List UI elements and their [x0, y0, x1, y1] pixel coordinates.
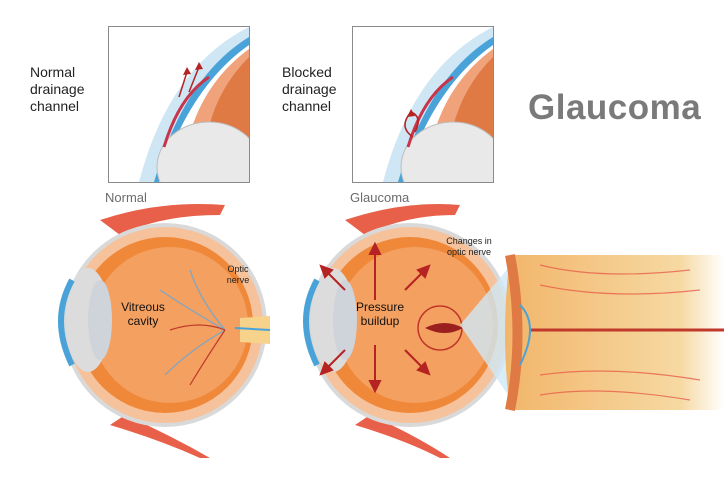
- blocked-drainage-label: Blocked drainage channel: [282, 64, 337, 114]
- glaucoma-eye-illustration: [285, 200, 515, 460]
- optic-nerve-changes-label: Changes in optic nerve: [446, 236, 492, 257]
- diagram-title: Glaucoma: [528, 88, 702, 127]
- glaucoma-eye-caption: Glaucoma: [350, 190, 410, 205]
- vitreous-cavity-label: Vitreous cavity: [121, 300, 165, 328]
- pressure-buildup-label: Pressure buildup: [355, 300, 405, 328]
- blocked-drainage-inset: [352, 26, 494, 183]
- normal-eye-caption: Normal: [105, 190, 147, 205]
- normal-eye-illustration: [40, 200, 270, 460]
- optic-nerve-label: Optic nerve: [226, 264, 250, 285]
- optic-nerve-magnified: [460, 245, 724, 420]
- normal-drainage-label: Normal drainage channel: [30, 64, 85, 114]
- normal-drainage-inset: [108, 26, 250, 183]
